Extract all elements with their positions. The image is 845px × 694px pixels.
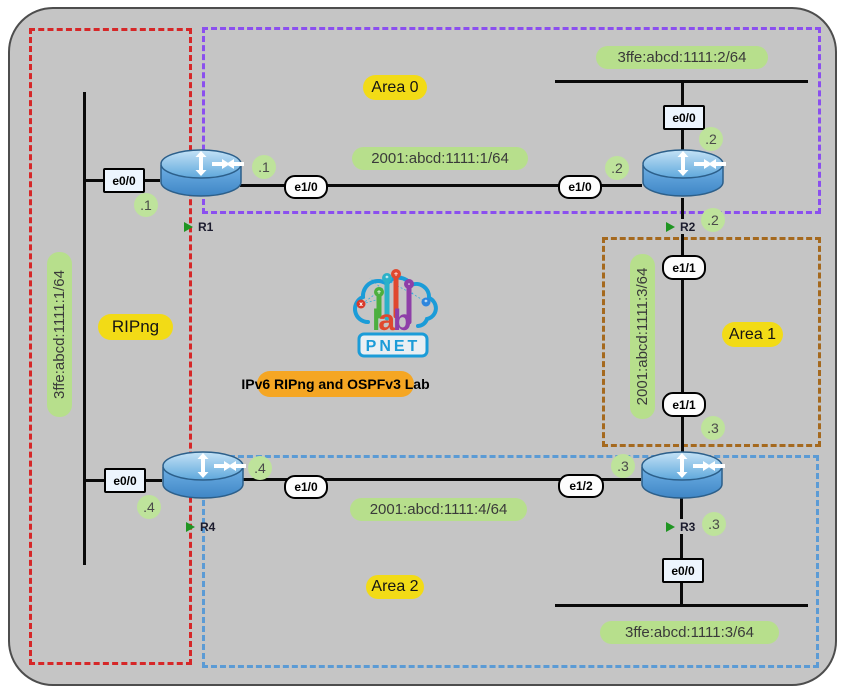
router-status-icon [666,221,675,232]
top-lan-segment [555,80,808,83]
hostid-r1-link: .1 [252,155,276,179]
hostid-r3-link: .3 [611,454,635,478]
area0-label: Area 0 [363,75,427,100]
hostid-r3-lan: .3 [702,512,726,536]
svg-text:x: x [359,301,363,308]
iface-r1-e1-0: e1/0 [284,175,328,199]
iface-r2-e0-0: e0/0 [663,105,705,130]
svg-text:*: * [424,299,428,306]
router-name: R4 [200,519,216,534]
router-status-icon [186,521,195,532]
iface-r3-e1-2: e1/2 [558,474,604,498]
ospf-area0-outline [202,27,821,214]
router-label-r2[interactable]: R2 [664,219,698,234]
iface-r1-e0-0: e0/0 [103,168,145,193]
pnetlab-logo: + * + - x * lab PNET [346,256,440,358]
hostid-r2-link: .2 [605,156,629,180]
area1-label: Area 1 [722,322,783,347]
iface-r3-e0-0: e0/0 [662,558,704,583]
logo-brand-text: PNET [366,338,421,355]
svg-text:-: - [408,281,411,288]
router-name: R3 [680,519,696,534]
net-label-bottom-lan: 3ffe:abcd:1111:3/64 [600,621,779,644]
router-label-r4[interactable]: R4 [186,519,215,534]
svg-text:*: * [385,275,389,282]
logo-letter-a: a [378,304,395,337]
router-name: R1 [198,219,214,234]
router-r1[interactable] [158,147,244,199]
ospf-area2-outline [202,455,819,668]
router-label-r3[interactable]: R3 [664,519,698,534]
hostid-r1-lan: .1 [134,193,158,217]
r1-r2-link [240,184,642,187]
r2-r3-link [681,198,684,455]
svg-text:+: + [393,271,398,278]
hostid-r4-link: .4 [248,456,272,480]
iface-r2-e1-0: e1/0 [558,175,602,199]
net-label-r4-r3-link: 2001:abcd:1111:4/64 [350,498,527,521]
iface-r4-e1-0: e1/0 [284,475,328,499]
hostid-r3-serial: .3 [701,416,725,440]
ripng-label: RIPng [98,314,173,340]
area2-label: Area 2 [366,575,424,599]
bottom-lan-segment [555,604,808,607]
svg-text:+: + [376,289,381,296]
hostid-r2-lan: .2 [699,127,723,151]
logo-letter-b: b [393,304,411,337]
iface-r4-e0-0: e0/0 [104,468,146,493]
net-label-left-lan: 3ffe:abcd:1111:1/64 [47,252,72,417]
router-status-icon [666,521,675,532]
router-r4[interactable] [160,449,246,501]
iface-r2-e1-1: e1/1 [662,255,706,280]
router-r2[interactable] [640,147,726,199]
router-status-icon [184,221,193,232]
net-label-r2-r3-link: 2001:abcd:1111:3/64 [630,254,655,419]
logo-letter-l: l [372,304,379,337]
router-name: R2 [680,219,696,234]
net-label-top-lan: 3ffe:abcd:1111:2/64 [596,46,768,69]
net-label-r1-r2-link: 2001:abcd:1111:1/64 [352,147,528,170]
ripng-region-outline [29,28,192,665]
hostid-r4-lan: .4 [137,495,161,519]
svg-text:lab: lab [372,304,411,337]
ospf-area1-outline [602,237,821,447]
r4-r3-link [241,478,641,481]
left-lan-segment [83,92,86,565]
hostid-r2-serial: .2 [701,208,725,232]
r3-lan-link [680,498,683,605]
router-label-r1[interactable]: R1 [184,219,213,234]
iface-r3-e1-1: e1/1 [662,392,706,417]
router-r3[interactable] [639,449,725,501]
diagram-title: IPv6 RIPng and OSPFv3 Lab [241,371,430,397]
